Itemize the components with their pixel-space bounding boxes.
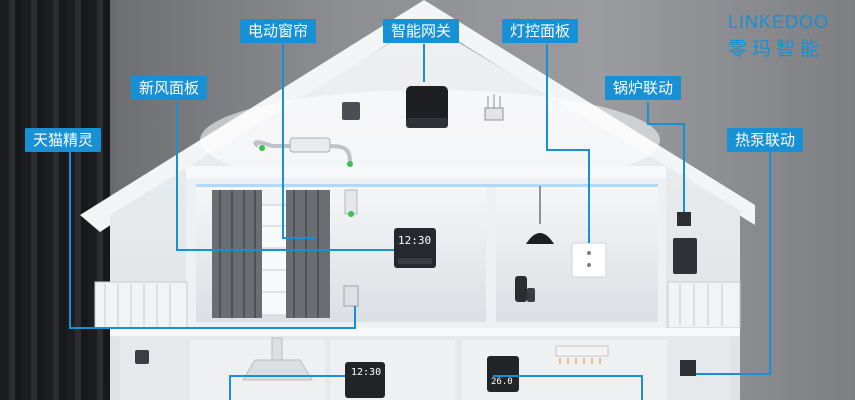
window-curtain-left bbox=[0, 0, 110, 400]
pendant-lamp bbox=[526, 233, 554, 244]
ground-thermostat bbox=[345, 362, 385, 398]
label-tmall-genie: 天猫精灵 bbox=[25, 128, 102, 152]
boiler-unit bbox=[673, 238, 697, 274]
light-panel-device bbox=[571, 242, 607, 278]
brand-logo: LINKEDOO 零玛智能 bbox=[728, 12, 829, 61]
label-heat-pump-link: 热泵联动 bbox=[727, 128, 804, 152]
ground-display-panel bbox=[487, 356, 519, 392]
label-boiler-link: 锅炉联动 bbox=[605, 76, 682, 100]
ceiling-heater bbox=[555, 345, 609, 357]
heat-pump-controller bbox=[680, 360, 696, 376]
ground-floor-sensor bbox=[135, 350, 149, 364]
label-smart-gateway: 智能网关 bbox=[383, 19, 460, 43]
balcony-right bbox=[667, 281, 741, 329]
router-device bbox=[484, 107, 504, 121]
balcony-left bbox=[94, 281, 188, 329]
fresh-air-unit bbox=[289, 137, 331, 153]
brand-name-en: LINKEDOO bbox=[728, 12, 830, 32]
attic-sensor-device bbox=[342, 102, 360, 120]
brand-name-cn: 零玛智能 bbox=[728, 38, 825, 60]
boiler-controller bbox=[677, 212, 691, 226]
ground-thermostat-screen: 12:30 bbox=[351, 367, 382, 378]
label-fresh-air-panel: 新风面板 bbox=[131, 76, 208, 100]
fresh-air-panel-screen: 12:30 bbox=[398, 234, 432, 247]
curtain-right-panel bbox=[286, 190, 330, 318]
speaker-device bbox=[515, 276, 527, 302]
label-light-panel: 灯控面板 bbox=[502, 19, 579, 43]
label-curtain-motor: 电动窗帘 bbox=[240, 19, 317, 43]
attic-floor bbox=[186, 166, 666, 178]
gateway-device bbox=[406, 86, 448, 128]
leader-lines bbox=[69, 44, 771, 400]
ground-display-screen: 26.0 bbox=[491, 377, 513, 387]
